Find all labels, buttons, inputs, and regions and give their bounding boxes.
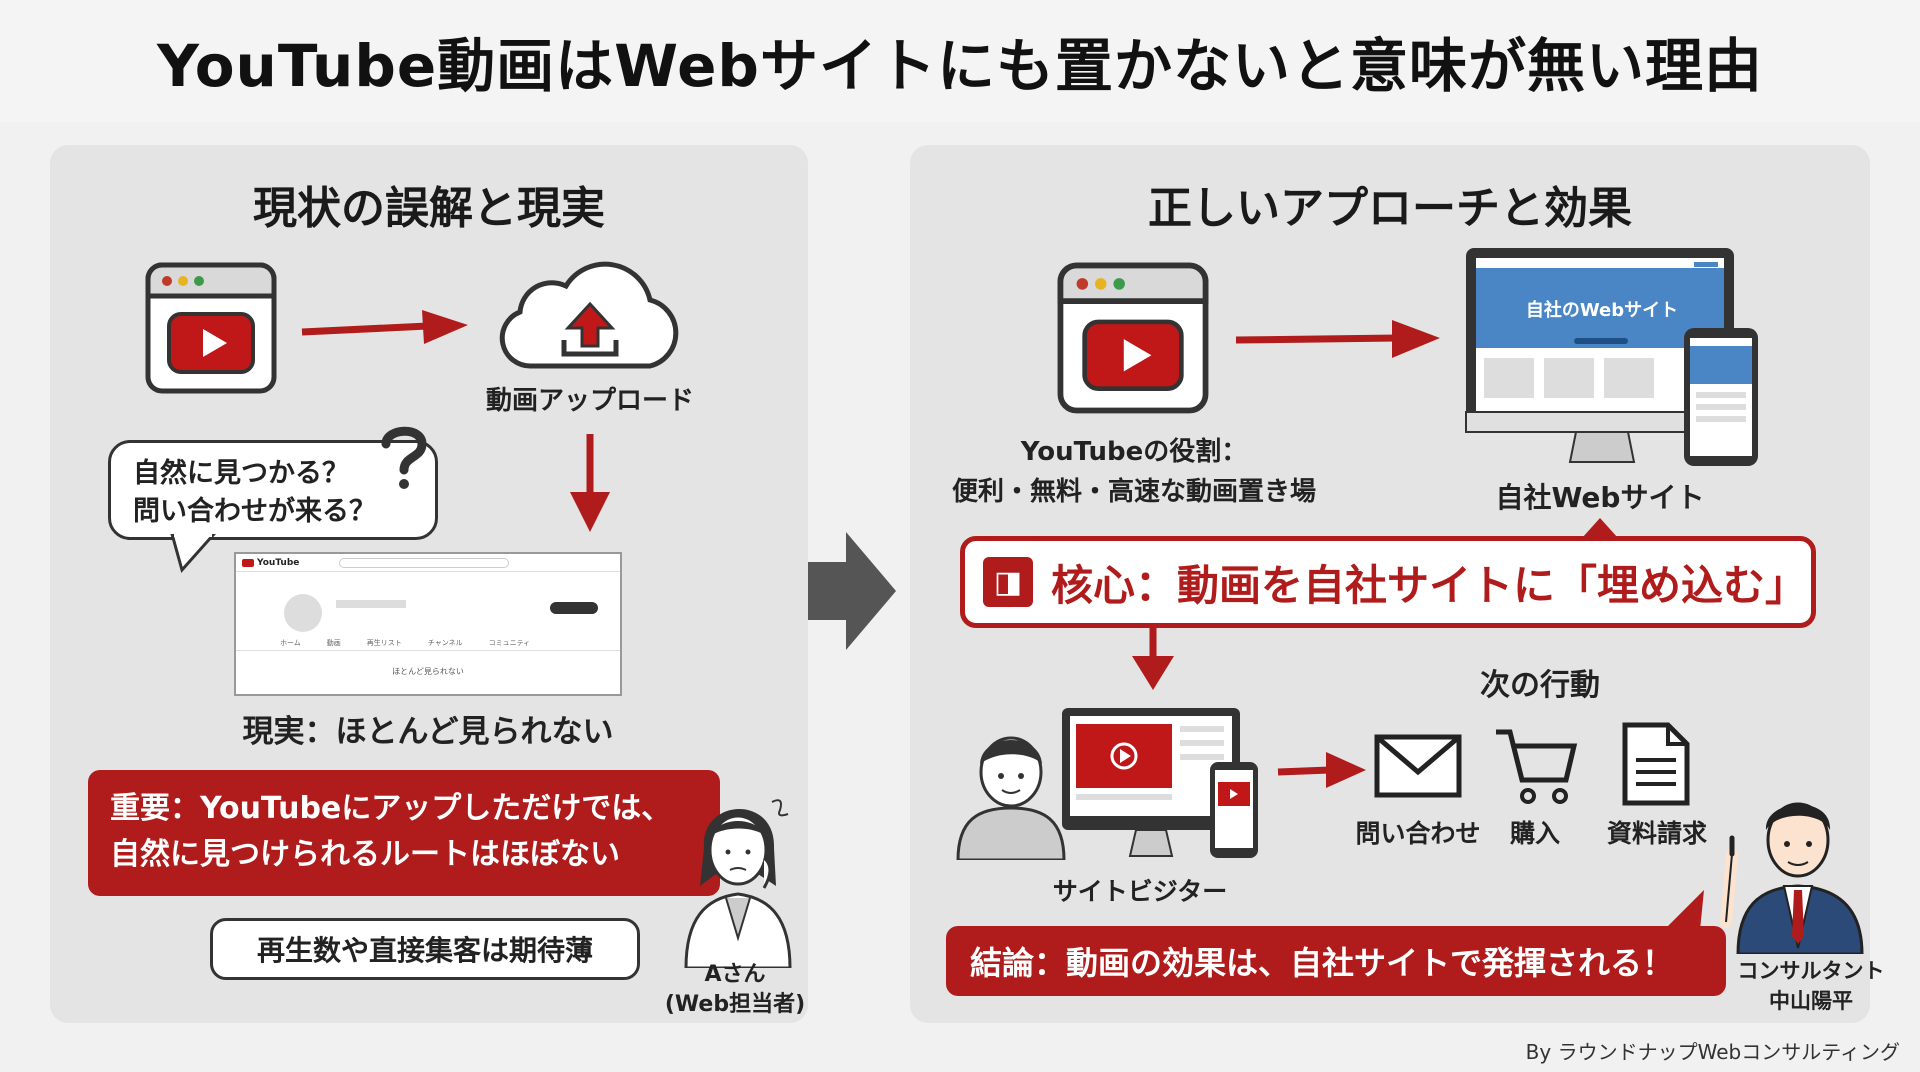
channel-note: ほとんど見られない <box>392 667 464 676</box>
channel-tab[interactable]: コミュニティ <box>488 639 531 647</box>
visitor-label: サイトビジター <box>1052 877 1228 906</box>
youtube-browser-icon <box>1057 262 1209 414</box>
consultant-title: コンサルタント <box>1737 959 1885 983</box>
youtube-logo-icon <box>242 558 254 567</box>
cloud-upload-icon <box>499 261 679 369</box>
big-arrow-right-icon <box>808 532 896 650</box>
question-line: 自然に見つかる？ <box>133 458 349 489</box>
title-bar: YouTube動画はWebサイトにも置かないと意味が無い理由 <box>0 0 1920 122</box>
site-screen-text: 自社のWebサイト <box>1525 300 1679 321</box>
arrow-right-icon <box>301 310 468 344</box>
visitor-person-icon <box>956 736 1066 860</box>
cart-icon <box>1496 729 1578 804</box>
channel-header: YouTube <box>236 554 620 572</box>
channel-tab[interactable]: 再生リスト <box>366 639 402 647</box>
channel-tab[interactable]: 動画 <box>326 639 341 647</box>
person-role: (Web担当者) <box>664 992 806 1017</box>
youtube-role-line: 便利・無料・高速な動画置き場 <box>951 477 1316 507</box>
subscribe-button[interactable] <box>550 602 598 614</box>
consultant-label: コンサルタント 中山陽平 <box>1726 956 1896 1016</box>
channel-search-input[interactable] <box>339 557 510 568</box>
worried-person-icon <box>684 799 792 968</box>
embedded-video-devices-icon <box>1062 708 1258 858</box>
arrow-down-icon <box>570 434 610 532</box>
conclusion-pointer <box>1664 890 1704 930</box>
channel-name-placeholder <box>336 600 406 608</box>
channel-tab[interactable]: ホーム <box>280 639 301 647</box>
mail-icon <box>1374 734 1462 798</box>
document-icon <box>1622 722 1690 806</box>
consultant-person-icon <box>1720 802 1864 954</box>
core-box: ◨ 核心：動画を自社サイトに「埋め込む」 <box>960 536 1816 628</box>
arrow-down-icon <box>1132 628 1174 690</box>
page-title: YouTube動画はWebサイトにも置かないと意味が無い理由 <box>157 32 1763 100</box>
youtube-browser-icon <box>145 262 277 394</box>
channel-logo-text: YouTube <box>257 557 300 568</box>
important-line: 自然に見つけられるルートはほぼない <box>110 837 620 872</box>
youtube-role-line: YouTubeの役割： <box>1020 437 1248 467</box>
person-a-label: Aさん (Web担当者) <box>660 960 810 1020</box>
next-action-heading: 次の行動 <box>1480 668 1600 703</box>
consultant-name: 中山陽平 <box>1769 989 1853 1013</box>
credit-text: By ラウンドナップWebコンサルティング <box>1525 1040 1900 1064</box>
right-heading: 正しいアプローチと効果 <box>1148 183 1632 234</box>
channel-tab[interactable]: チャンネル <box>427 639 463 647</box>
person-name: Aさん <box>704 962 766 987</box>
core-pointer <box>1582 518 1618 538</box>
important-line: 重要：YouTubeにアップしただけでは、 <box>110 791 672 826</box>
conclusion-box: 結論：動画の効果は、自社サイトで発揮される！ <box>946 926 1726 996</box>
question-line: 問い合わせが来る？ <box>133 496 376 527</box>
arrow-right-icon <box>1235 320 1440 358</box>
channel-avatar <box>284 594 322 632</box>
arrow-right-icon <box>1277 752 1366 788</box>
core-icon: ◨ <box>983 557 1033 607</box>
expectation-bubble: 再生数や直接集客は期待薄 <box>210 918 640 980</box>
site-label: 自社Webサイト <box>1495 481 1705 514</box>
left-heading: 現状の誤解と現実 <box>253 183 605 234</box>
action-label-inquiry: 問い合わせ <box>1355 819 1481 848</box>
channel-tabs: ホーム 動画 再生リスト チャンネル コミュニティ <box>280 638 530 648</box>
action-label-request: 資料請求 <box>1606 819 1707 848</box>
channel-screenshot: YouTube ホーム 動画 再生リスト チャンネル コミュニティ ほとんど見ら… <box>234 552 622 696</box>
question-mark-icon <box>381 426 427 489</box>
important-box: 重要：YouTubeにアップしただけでは、 自然に見つけられるルートはほぼない <box>88 770 720 896</box>
upload-label: 動画アップロード <box>485 386 694 416</box>
reality-label: 現実：ほとんど見られない <box>242 714 614 750</box>
action-label-purchase: 購入 <box>1509 819 1560 848</box>
question-bubble: 自然に見つかる？ 問い合わせが来る？ <box>108 440 438 540</box>
youtube-role-label: YouTubeの役割： 便利・無料・高速な動画置き場 <box>920 432 1348 512</box>
divider <box>236 650 620 651</box>
website-monitor-icon <box>1465 248 1758 466</box>
core-text: 核心：動画を自社サイトに「埋め込む」 <box>1051 560 1808 610</box>
bubble-tail <box>170 534 217 574</box>
